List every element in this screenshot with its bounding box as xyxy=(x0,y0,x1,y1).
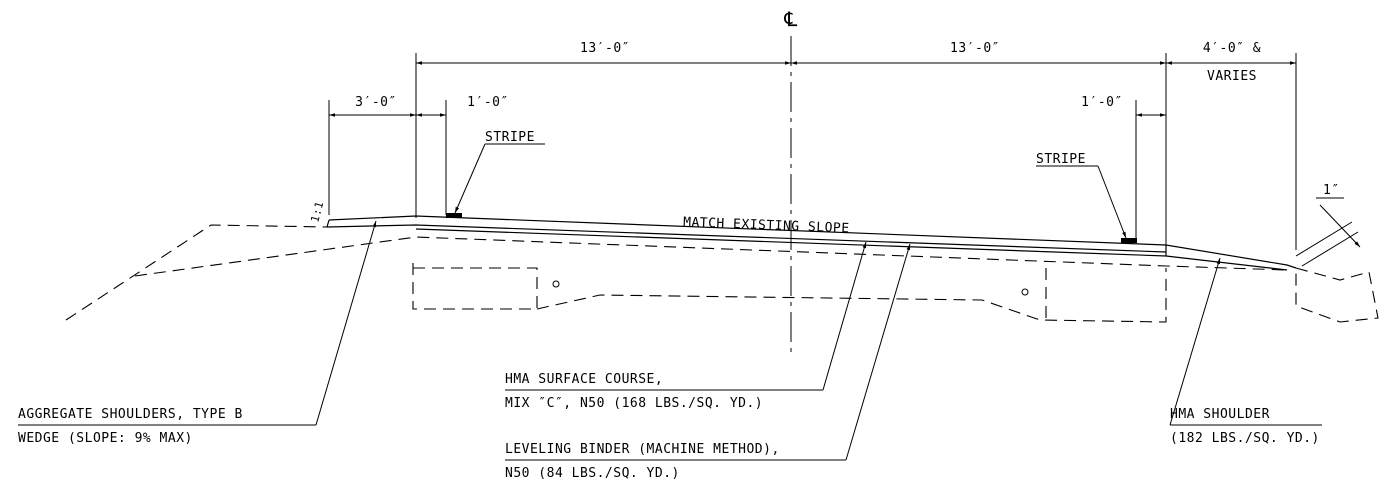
dim-right-shoulder-1: 4′-0″ & xyxy=(1203,41,1261,56)
existing-pipe-right xyxy=(1021,288,1029,296)
existing-base-left xyxy=(134,236,1288,277)
hma-shoulder-leader xyxy=(1169,257,1221,426)
dim-right-shoulder-2: VARIES xyxy=(1207,69,1257,84)
existing-ditch-line xyxy=(536,268,1167,323)
stripe-label-right: STRIPE xyxy=(1036,152,1086,167)
stripe-leader-right xyxy=(1097,165,1127,239)
hma-shoulder-bottom xyxy=(1165,255,1288,271)
aggregate-label-2: WEDGE (SLOPE: 9% MAX) xyxy=(18,431,193,446)
existing-ground-left xyxy=(65,224,328,321)
existing-subbase xyxy=(412,263,538,310)
dim-left-lane: 13′-0″ xyxy=(580,41,630,56)
dim-left-shoulder: 3′-0″ xyxy=(355,95,397,110)
aggregate-leader xyxy=(315,220,377,426)
hma-shoulder-label-2: (182 LBS./SQ. YD.) xyxy=(1170,431,1320,446)
stripe-mark-right xyxy=(1121,238,1137,243)
thickness-extension-2 xyxy=(1301,231,1359,267)
match-existing-slope-label: MATCH EXISTING SLOPE xyxy=(683,215,850,236)
thickness-dim-line xyxy=(1319,204,1361,248)
stripe-leader-left xyxy=(454,143,486,214)
centerline-symbol: ℄ xyxy=(783,7,797,31)
thickness-extension-1 xyxy=(1295,221,1353,257)
dim-edge-thickness: 1″ xyxy=(1323,183,1340,198)
dim-right-lane: 13′-0″ xyxy=(950,41,1000,56)
aggregate-wedge-edge xyxy=(326,219,330,228)
dim-left-stripe-offset: 1′-0″ xyxy=(467,95,509,110)
slope-ratio-label: 1:1 xyxy=(308,200,326,224)
leveling-label-1: LEVELING BINDER (MACHINE METHOD), xyxy=(505,442,780,457)
stripe-mark-left xyxy=(446,213,462,218)
pavement-bottom-layer xyxy=(326,224,1167,253)
hma-surface-leader xyxy=(822,241,867,391)
aggregate-label-1: AGGREGATE SHOULDERS, TYPE B xyxy=(18,407,243,422)
hma-surface-label-2: MIX ″C″, N50 (168 LBS./SQ. YD.) xyxy=(505,396,763,411)
hma-shoulder-label-1: HMA SHOULDER xyxy=(1170,407,1270,422)
leveling-layer-line xyxy=(415,228,1167,257)
leveling-label-2: N50 (84 LBS./SQ. YD.) xyxy=(505,466,680,481)
hma-surface-label-1: HMA SURFACE COURSE, xyxy=(505,372,663,387)
stripe-label-left: STRIPE xyxy=(485,130,535,145)
existing-pipe-left xyxy=(552,280,560,288)
dim-right-stripe-offset: 1′-0″ xyxy=(1081,95,1123,110)
leveling-leader xyxy=(845,243,911,461)
existing-ground-right xyxy=(1295,267,1379,323)
